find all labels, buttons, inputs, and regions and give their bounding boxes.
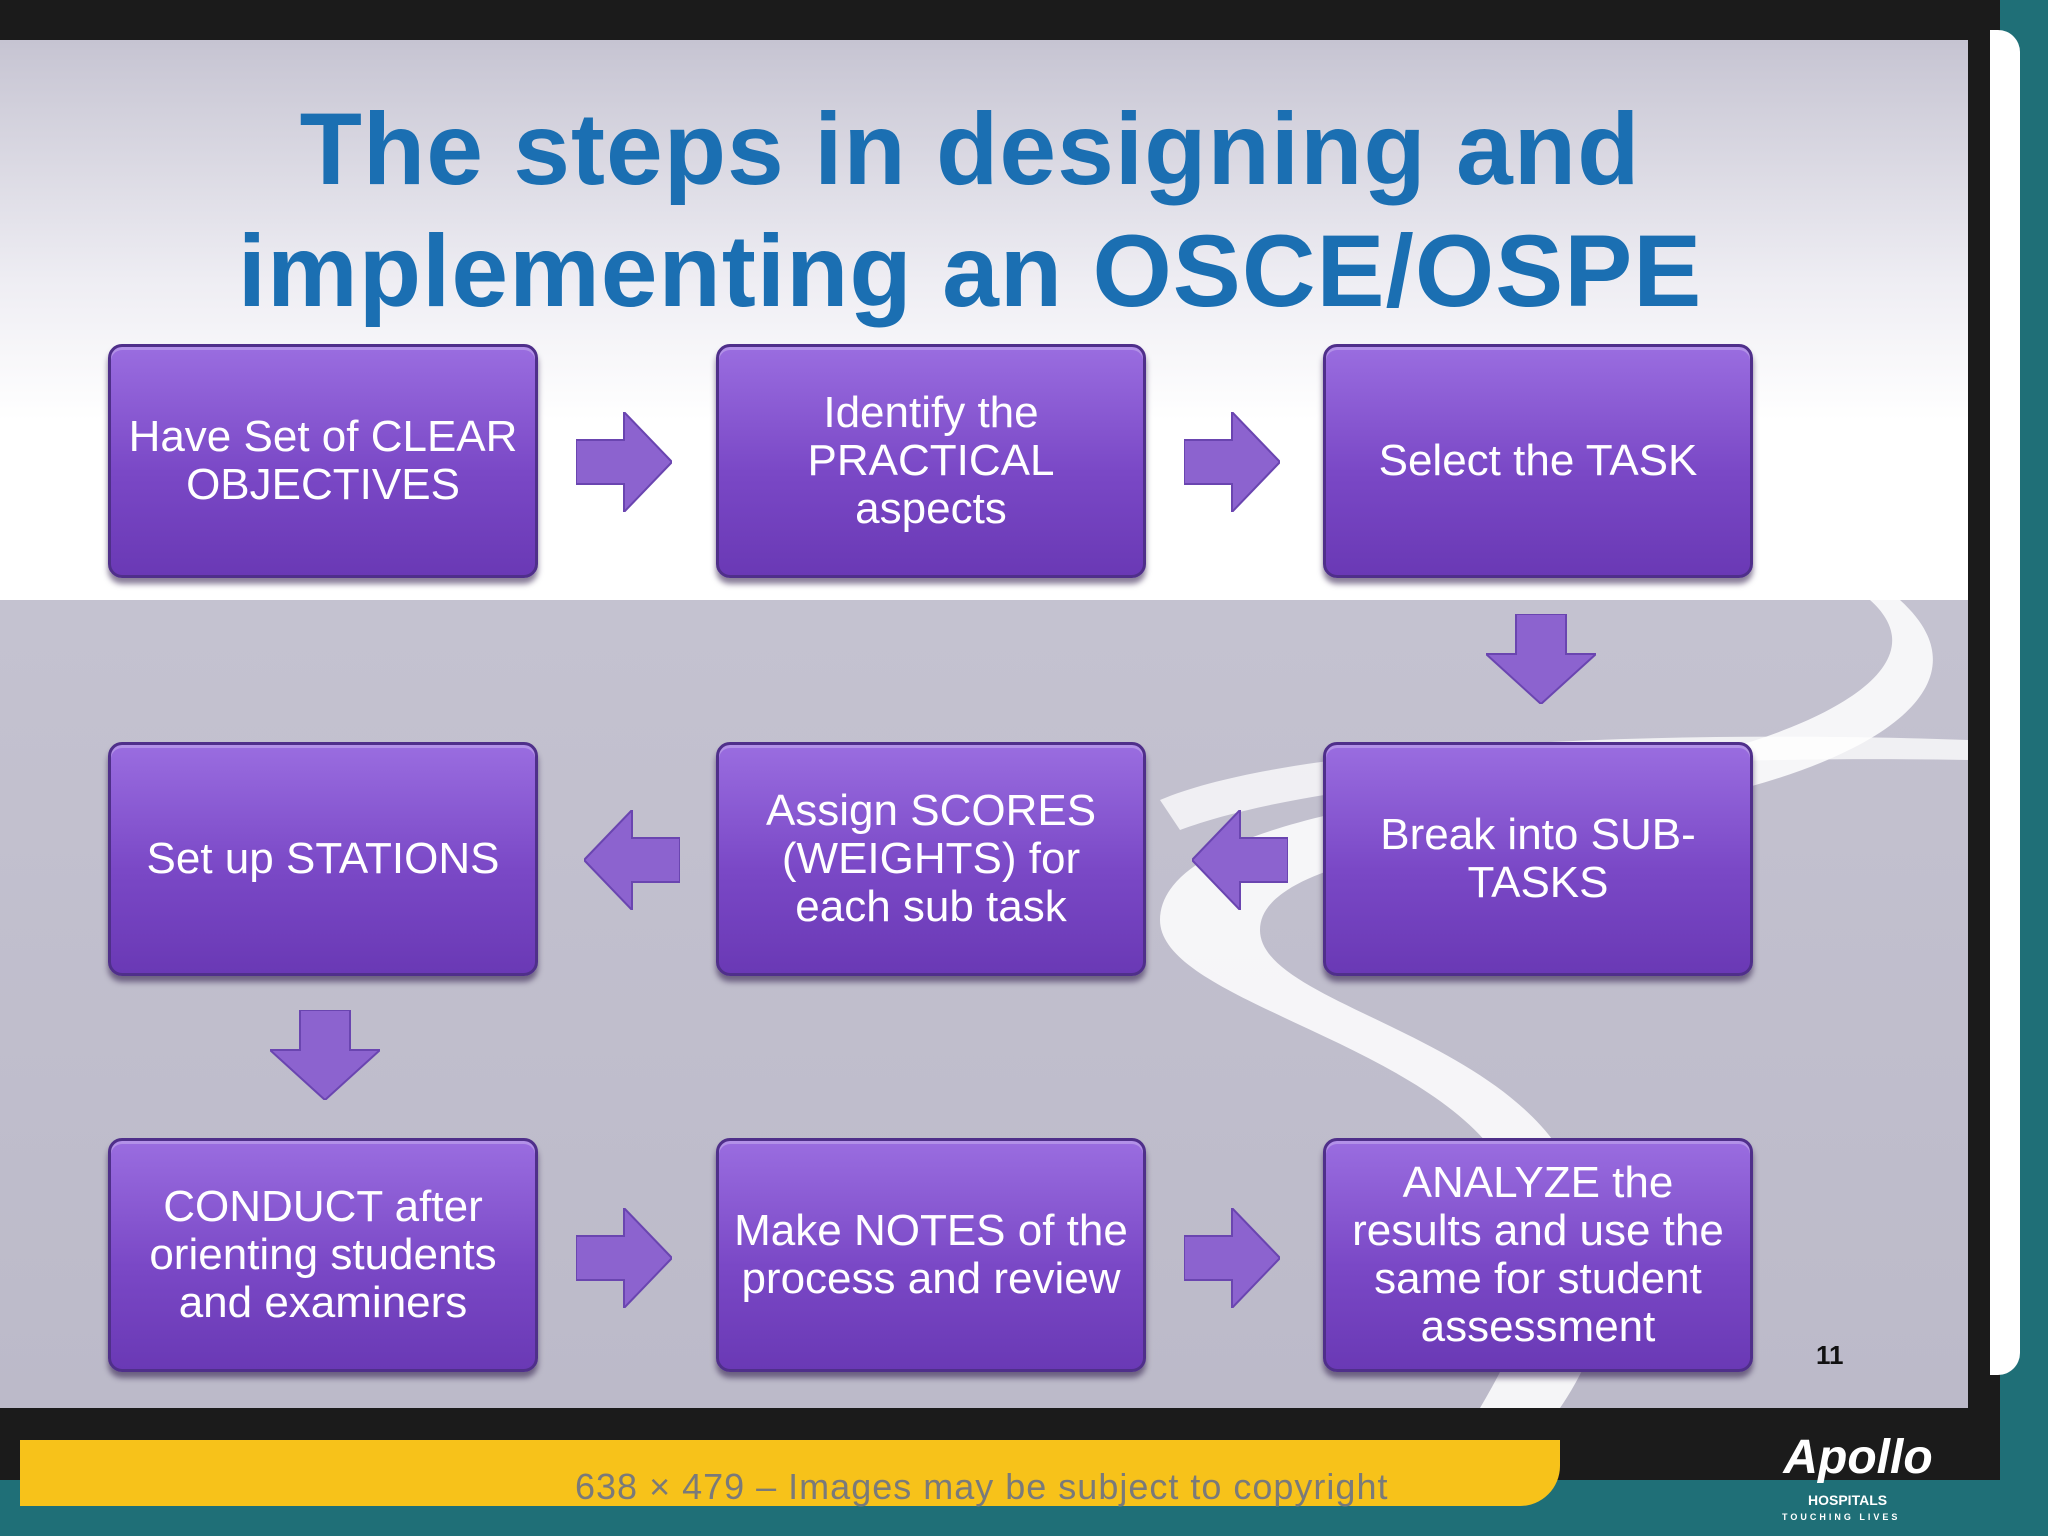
step-notes: Make NOTES of the process and review [716,1138,1146,1372]
step-conduct: CONDUCT after orienting students and exa… [108,1138,538,1372]
arrow-right-icon [1184,412,1280,512]
step-stations: Set up STATIONS [108,742,538,976]
step-analyze: ANALYZE the results and use the same for… [1323,1138,1753,1372]
step-task: Select the TASK [1323,344,1753,578]
apollo-logo: Apollo HOSPITALS TOUCHING LIVES [1778,1431,1938,1536]
title-line-1: The steps in designing and [299,92,1641,206]
yellow-banner [20,1440,1560,1506]
slide: The steps in designing and implementing … [0,40,1968,1408]
title-line-2: implementing an OSCE/OSPE [237,214,1703,328]
step-subtasks: Break into SUB-TASKS [1323,742,1753,976]
slide-number: 11 [1816,1340,1844,1370]
logo-tagline: TOUCHING LIVES [1782,1512,1901,1522]
slide-title: The steps in designing and implementing … [0,88,1940,332]
arrow-right-icon [576,412,672,512]
arrow-right-icon [576,1208,672,1308]
arrow-down-icon [1486,614,1596,704]
arrow-down-icon [270,1010,380,1100]
step-practical: Identify the PRACTICAL aspects [716,344,1146,578]
step-objectives: Have Set of CLEAR OBJECTIVES [108,344,538,578]
image-caption: 638 × 479 – Images may be subject to cop… [575,1466,1389,1507]
logo-brand: Apollo [1783,1431,1933,1484]
arrow-left-icon [584,810,680,910]
arrow-left-icon [1192,810,1288,910]
step-scores: Assign SCORES (WEIGHTS) for each sub tas… [716,742,1146,976]
logo-hospitals: HOSPITALS [1808,1492,1888,1508]
side-strip [1990,30,2020,1375]
arrow-right-icon [1184,1208,1280,1308]
